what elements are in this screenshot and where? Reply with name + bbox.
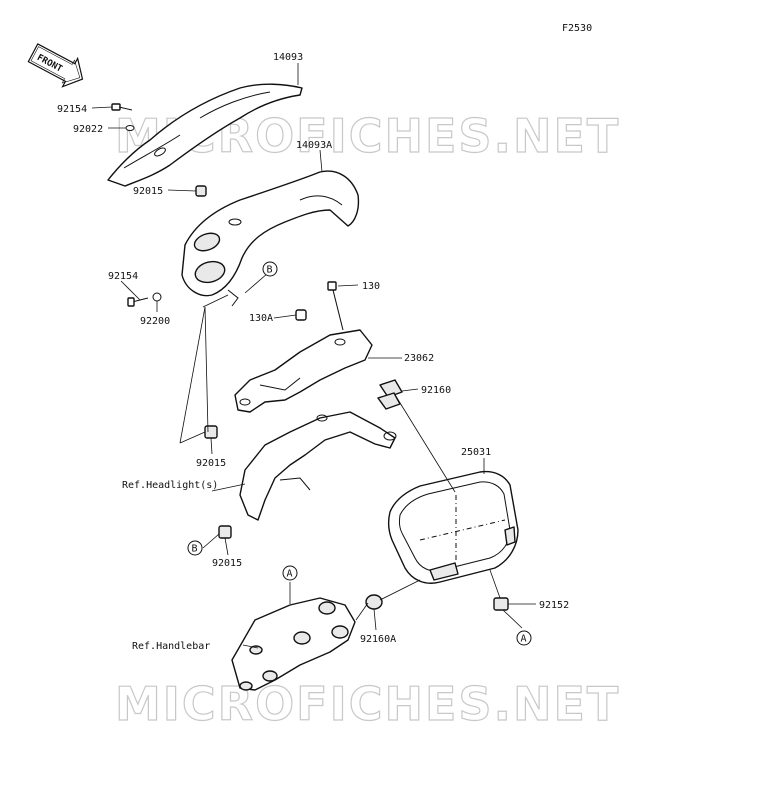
leader-lines: [91, 63, 536, 649]
label-92160A: 92160A: [360, 634, 396, 645]
headlight-bracket: [239, 411, 397, 521]
svg-text:A: A: [521, 634, 527, 645]
label-92015-top: 92015: [133, 186, 163, 197]
washer-92200: [152, 292, 162, 302]
label-92015-mid: 92015: [196, 458, 226, 469]
collar-92015-low: [218, 525, 232, 539]
bolt-92154-top: [111, 103, 133, 111]
watermark-bottom: MICROFICHES.NET: [115, 677, 620, 731]
washer-92022: [125, 125, 135, 131]
handlebar-clamp-assembly: [231, 597, 356, 691]
part-25031-meter: [387, 470, 519, 584]
grommet-92160: [377, 379, 403, 410]
grommet-92160A: [365, 594, 383, 610]
figure-code: F2530: [562, 23, 592, 34]
collar-92015-mid: [204, 425, 218, 439]
label-14093A: 14093A: [296, 140, 332, 151]
svg-text:B: B: [267, 265, 273, 276]
label-ref-headlight: Ref.Headlight(s): [122, 480, 218, 491]
part-23062-bracket: [234, 329, 373, 413]
part-14093A-cover: [181, 170, 360, 307]
collar-92015-top: [195, 185, 207, 197]
label-92022: 92022: [73, 124, 103, 135]
label-25031: 25031: [461, 447, 491, 458]
label-ref-handlebar: Ref.Handlebar: [132, 641, 210, 652]
svg-text:B: B: [192, 544, 198, 555]
label-92015-low: 92015: [212, 558, 242, 569]
bolt-130: [327, 281, 344, 331]
label-130A: 130A: [249, 313, 273, 324]
svg-text:A: A: [287, 569, 293, 580]
label-92154-mid: 92154: [108, 271, 138, 282]
label-14093: 14093: [273, 52, 303, 63]
label-92200: 92200: [140, 316, 170, 327]
marker-b-upper: B: [262, 261, 278, 277]
collar-92152: [493, 597, 509, 611]
part-14093-upper-cover: [107, 83, 303, 187]
label-23062: 23062: [404, 353, 434, 364]
marker-a-lower: A: [516, 630, 532, 646]
front-arrow-icon: FRONT: [27, 43, 84, 88]
bolt-130A: [295, 309, 307, 321]
label-92152: 92152: [539, 600, 569, 611]
label-130: 130: [362, 281, 380, 292]
label-92154-top: 92154: [57, 104, 87, 115]
marker-a-upper: A: [282, 565, 298, 581]
label-92160: 92160: [421, 385, 451, 396]
bolt-92154-mid: [127, 297, 149, 307]
marker-b-lower: B: [187, 540, 203, 556]
